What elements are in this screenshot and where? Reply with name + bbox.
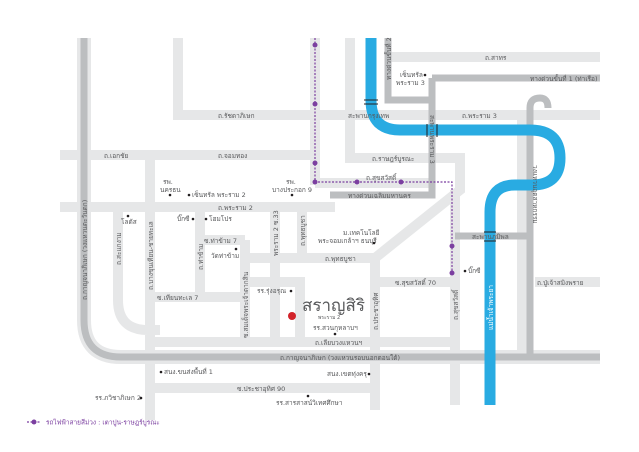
project-marker: สราญสิริ พระราม 2 [288, 296, 365, 321]
label-sakaengam: ถ.สะแกงาม [115, 232, 123, 265]
label-bridge-bhumibol: สะพานภูมิพล [472, 233, 509, 241]
purple-line [312, 38, 455, 276]
label-bridge-krungthep: สะพานกรุงเทพ [348, 112, 389, 120]
poi-kmutt: ม.เทคโนโลยีพระจอมเกล้าฯ ธนบุรี [318, 229, 380, 245]
legend: รถไฟฟ้าสายสีม่วง : เตาปูน-ราษฎร์บูรณะ [27, 419, 160, 427]
poi-central-rama2: เซ็นทรัล พระราม 2 [192, 190, 246, 199]
label-exp2: ทางด่วนขั้นที่ 2 [384, 37, 393, 80]
label-suksawat-vertical: ถ.สุขสวัสดิ์ [451, 288, 460, 320]
poi-bangprakok9: รพ.บางประกอก 9 [272, 178, 312, 194]
poi-bigc: บิ๊กซี [177, 214, 190, 223]
poi-central-rama3: เซ็นทรัลพระราม 3 [396, 70, 425, 87]
poi-suankularb: รร.สวนกุหลาบฯ [313, 324, 358, 332]
project-location-icon [288, 312, 296, 320]
label-rama2: ถ.พระราม 2 [218, 204, 253, 212]
label-chaloem: ทางด่วนเฉลิมมหานคร [348, 192, 411, 200]
poi-lotus: โลตัส [121, 218, 137, 226]
poi-sarasas: รร.สารสาสน์วิเทศศึกษา [276, 399, 343, 407]
label-somdet: ซ.สมเด็จพระเจ้าตากสิน [241, 271, 250, 338]
station-icon [312, 101, 318, 107]
bridge-krungthep-mark [364, 99, 378, 105]
label-thianthale7: ซ.เทียนทะเล 7 [157, 294, 198, 302]
legend-station-icon [31, 419, 37, 425]
chao-phraya-river [365, 38, 566, 405]
expressways [330, 38, 600, 357]
label-rama3: ถ.พระราม 3 [462, 112, 497, 120]
label-prachauthit90: ซ.ประชาอุทิศ 90 [237, 385, 285, 393]
station-icon [449, 270, 455, 276]
label-chomthong: ถ.จอมทอง [218, 152, 247, 160]
label-exp1: ทางด่วนขั้นที่ 1 (ท่าเรือ) [530, 74, 598, 83]
station-icon [398, 179, 404, 185]
poi-wat-thakham: วัดท่าข้าม [211, 252, 239, 260]
station-icon [449, 243, 455, 249]
label-bridge-rama3: สะพานพระราม 3 [428, 115, 436, 164]
bridge-rama3-mark [426, 124, 438, 137]
label-bangkhunthian: ถ.บางขุนเทียน-ชายทะเล [147, 221, 155, 290]
project-name: สราญสิริ [302, 296, 365, 316]
poi-bigc-2: บิ๊กซี [468, 266, 481, 275]
bridge-bhumibol-mark [484, 231, 496, 242]
label-kanchanaphisek-west: ถ.กาญจนาภิเษก (วงแหวนตะวันตก) [81, 200, 89, 300]
station-icon [354, 179, 360, 185]
bridges [364, 99, 496, 242]
legend-label: รถไฟฟ้าสายสีม่วง : เตาปูน-ราษฎร์บูรณะ [46, 419, 160, 427]
label-rama2-33: พระราม 2 ซ.33 [272, 210, 280, 256]
poi-rungarun: รร.รุ่งอรุณ [257, 287, 286, 295]
label-prachauthit: ถ.ประชาอุทิศ [372, 292, 380, 330]
poi-transport1: สนง.ขนส่งพื้นที่ 1 [164, 367, 213, 376]
poi-homepro: โฮมโปร [209, 215, 232, 223]
poi-district: สนง.เขตทุ่งครุ [327, 370, 367, 378]
label-pujaosamingprai: ถ.ปู่เจ้าสมิงพราย [537, 279, 584, 287]
label-ratburana: ถ.ราษฎร์บูรณะ [372, 155, 414, 163]
label-sathorn: ถ.สาทร [485, 54, 507, 62]
label-phutthabucha-vertical: ถ.พุทธบูชา [299, 215, 307, 246]
station-icon [312, 42, 318, 48]
poi-nakhonthon: รพ.นครธน [160, 178, 181, 194]
outer-ring-road [77, 38, 600, 364]
label-ratchadaphisek: ถ.รัชดาภิเษก [218, 112, 255, 120]
label-thakham7: ซ.ท่าข้าม 7 [204, 237, 237, 245]
places: โลตัส รพ.นครธน เซ็นทรัล พระราม 2 รพ.บางป… [95, 70, 481, 407]
label-suksawat: ถ.สุขสวัสดิ์ [366, 173, 398, 182]
label-thakham: ถ.ท่าข้าม [197, 244, 205, 270]
poi-wittayakhom: รร.ภวิชาภิเษก 2 [95, 394, 141, 402]
label-ekkachai: ถ.เอกชัย [104, 152, 128, 160]
label-kanchanaphisek-south: ถ.กาญจนาภิเษก (วงแหวนรอบนอกตอนใต้) [280, 354, 400, 362]
road-labels: ถ.รัชดาภิเษก ถ.เอกชัย ถ.จอมทอง ถ.พระราม … [81, 37, 598, 393]
label-river: แม่น้ำเจ้าพระยา [486, 285, 495, 330]
station-icon [312, 179, 318, 185]
project-sub: พระราม 2 [318, 315, 340, 321]
label-liapwongwaen: ถ.เลียบวงแหวนฯ [315, 339, 363, 347]
station-icon [312, 160, 318, 166]
label-suksawat70: ซ.สุขสวัสดิ์ 70 [395, 278, 436, 287]
label-industrial-ring: วงแหวนอุตสาหกรรม [531, 165, 539, 224]
label-phutthabucha: ถ.พุทธบูชา [325, 255, 356, 263]
